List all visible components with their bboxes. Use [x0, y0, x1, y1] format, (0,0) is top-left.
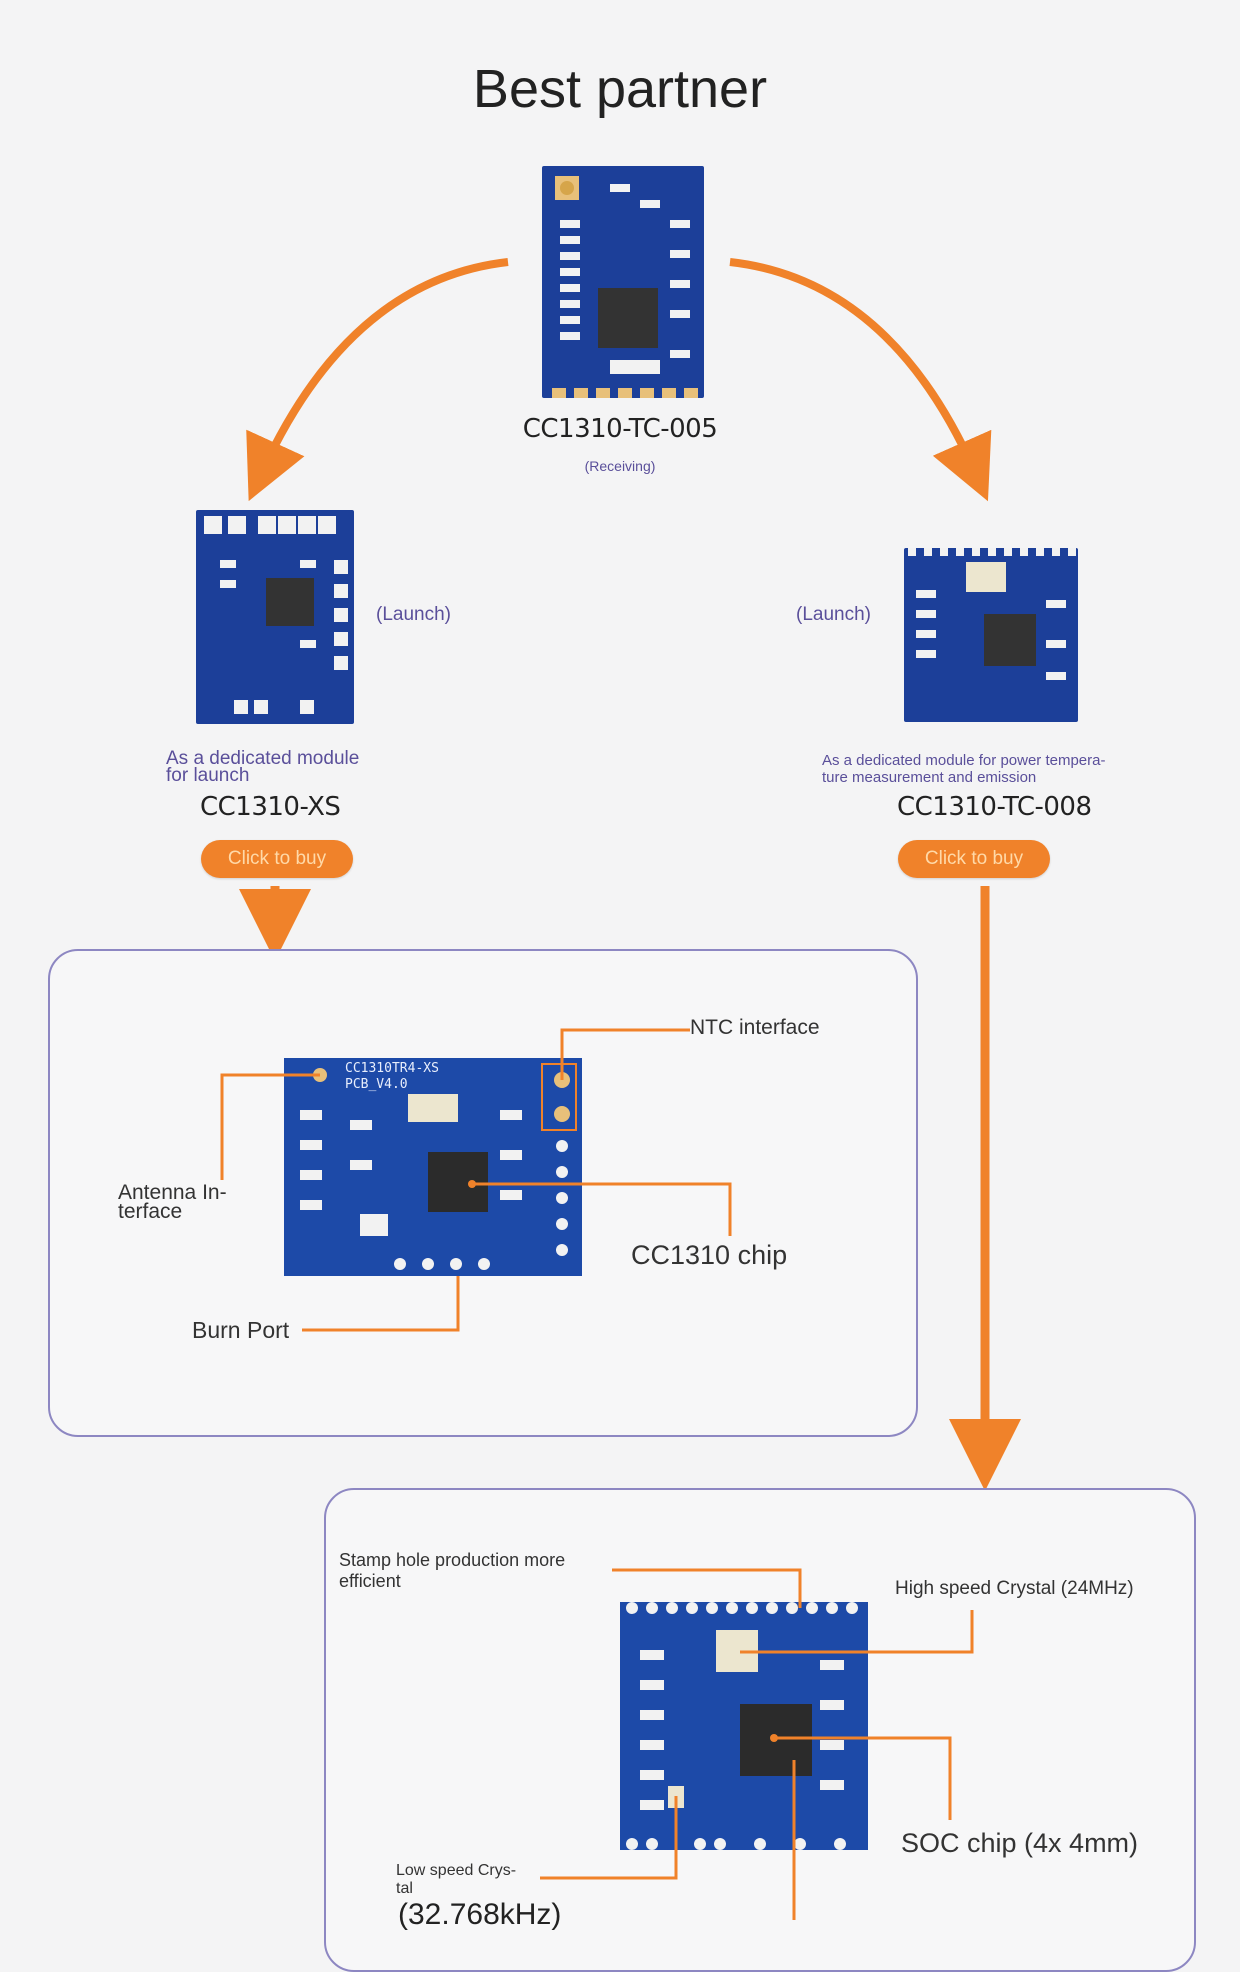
tc008-buy-button[interactable]: Click to buy	[898, 840, 1050, 878]
antenna-label-line1: Antenna In-	[118, 1181, 227, 1204]
xs-desc-line1: As a dedicated module	[166, 748, 360, 769]
arrow-to-xs	[246, 258, 509, 502]
xs-desc: As a dedicated module for launch	[166, 748, 360, 786]
tc008-desc: As a dedicated module for power tempera-…	[822, 752, 1105, 786]
receiver-note: (Receiving)	[584, 458, 656, 474]
xs-board-small	[196, 510, 354, 724]
xs-role: (Launch)	[376, 604, 451, 625]
low-speed-crystal-freq: (32.768kHz)	[398, 1898, 562, 1931]
xs-buy-button[interactable]: Click to buy	[201, 840, 353, 878]
xs-desc-line2: for launch	[166, 765, 250, 786]
xs-board-silk-2: PCB_V4.0	[345, 1077, 408, 1092]
page-title: Best partner	[472, 59, 768, 119]
stamp-hole-label: Stamp hole production more efficient	[339, 1550, 565, 1592]
tc008-desc-line1: As a dedicated module for power tempera-	[822, 752, 1106, 769]
antenna-interface-label: Antenna In- terface	[118, 1181, 227, 1223]
xs-board-silk-1: CC1310TR4-XS	[345, 1061, 439, 1076]
receiver-model: CC1310-TC-005	[522, 414, 718, 444]
xs-model: CC1310-XS	[200, 792, 341, 822]
low-speed-crystal-line2: tal	[396, 1880, 413, 1897]
soc-chip-label: SOC chip (4x 4mm)	[901, 1828, 1139, 1858]
stamp-hole-line1: Stamp hole production more	[339, 1550, 566, 1570]
arrow-to-tc008	[729, 258, 992, 502]
stamp-hole-line2: efficient	[339, 1571, 401, 1591]
burn-port-label: Burn Port	[192, 1317, 290, 1343]
flow-arrows	[239, 258, 1021, 1491]
antenna-label-line2: terface	[118, 1200, 183, 1223]
tc008-detail-board	[540, 1568, 974, 1920]
xs-detail-board: CC1310TR4-XS PCB_V4.0	[220, 1028, 732, 1332]
receiver-board	[542, 166, 704, 398]
tc008-model: CC1310-TC-008	[897, 792, 1092, 822]
low-speed-crystal-line1: Low speed Crys-	[396, 1862, 517, 1879]
low-speed-crystal-label: Low speed Crys- tal	[396, 1862, 516, 1898]
high-speed-crystal-label: High speed Crystal (24MHz)	[895, 1578, 1134, 1599]
cc1310-chip-label: CC1310 chip	[631, 1240, 788, 1270]
tc008-board-small	[904, 548, 1078, 722]
tc008-role: (Launch)	[796, 604, 871, 625]
tc008-desc-line2: ture measurement and emission	[822, 769, 1037, 786]
ntc-interface-label: NTC interface	[690, 1016, 820, 1039]
